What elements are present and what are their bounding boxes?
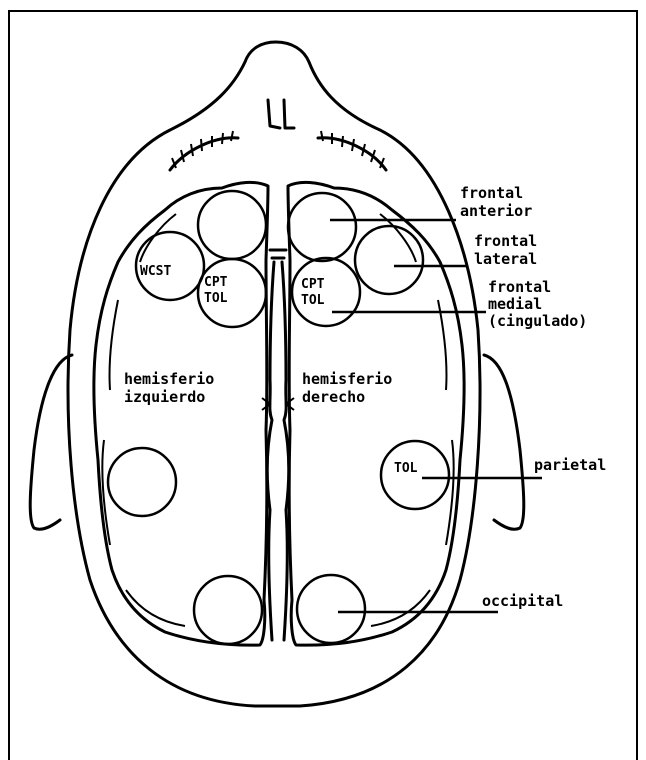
eyebrow-left <box>170 138 238 170</box>
right-hemisphere-inner-fold <box>371 214 454 626</box>
eyebrow-right-lashes <box>321 131 384 168</box>
marker-tol-parietal: TOL <box>394 461 418 476</box>
marker-cpt-right: CPT <box>301 277 325 292</box>
label-frontal-medial-1: frontal <box>488 278 551 296</box>
label-frontal-medial-2: medial <box>488 295 542 313</box>
label-left-hemisphere-1: hemisferio <box>124 370 214 388</box>
marker-wcst: WCST <box>140 264 171 279</box>
left-hemisphere-outline <box>94 182 268 645</box>
circle-parietal-left <box>108 448 176 516</box>
eyebrow-left-lashes <box>172 131 233 168</box>
label-left-hemisphere-2: izquierdo <box>124 388 205 406</box>
label-occipital: occipital <box>482 592 563 610</box>
eyebrow-right <box>318 138 386 170</box>
label-parietal: parietal <box>534 456 606 474</box>
right-hemisphere-outline <box>288 182 464 645</box>
label-right-hemisphere-2: derecho <box>302 388 365 406</box>
label-frontal-lateral-1: frontal <box>474 232 537 250</box>
circle-occipital-left <box>194 576 262 644</box>
nostril-left <box>268 100 280 128</box>
circle-frontal-anterior-left <box>198 191 266 259</box>
marker-tol-right: TOL <box>301 293 325 308</box>
label-frontal-anterior-2: anterior <box>460 202 532 220</box>
label-frontal-lateral-2: lateral <box>474 250 537 268</box>
nostril-right <box>284 100 294 128</box>
circle-occipital-right <box>297 575 365 643</box>
marker-cpt-left: CPT <box>204 275 228 290</box>
marker-tol-left: TOL <box>204 291 228 306</box>
label-frontal-anterior-1: frontal <box>460 184 523 202</box>
label-frontal-medial-3: (cingulado) <box>488 312 587 330</box>
circle-frontal-medial-right <box>292 258 360 326</box>
central-fissure <box>267 250 289 640</box>
label-right-hemisphere-1: hemisferio <box>302 370 392 388</box>
ear-left <box>30 355 72 529</box>
circle-frontal-anterior-right <box>288 193 356 261</box>
ear-right <box>484 355 524 529</box>
circle-frontal-lateral-right <box>355 226 423 294</box>
